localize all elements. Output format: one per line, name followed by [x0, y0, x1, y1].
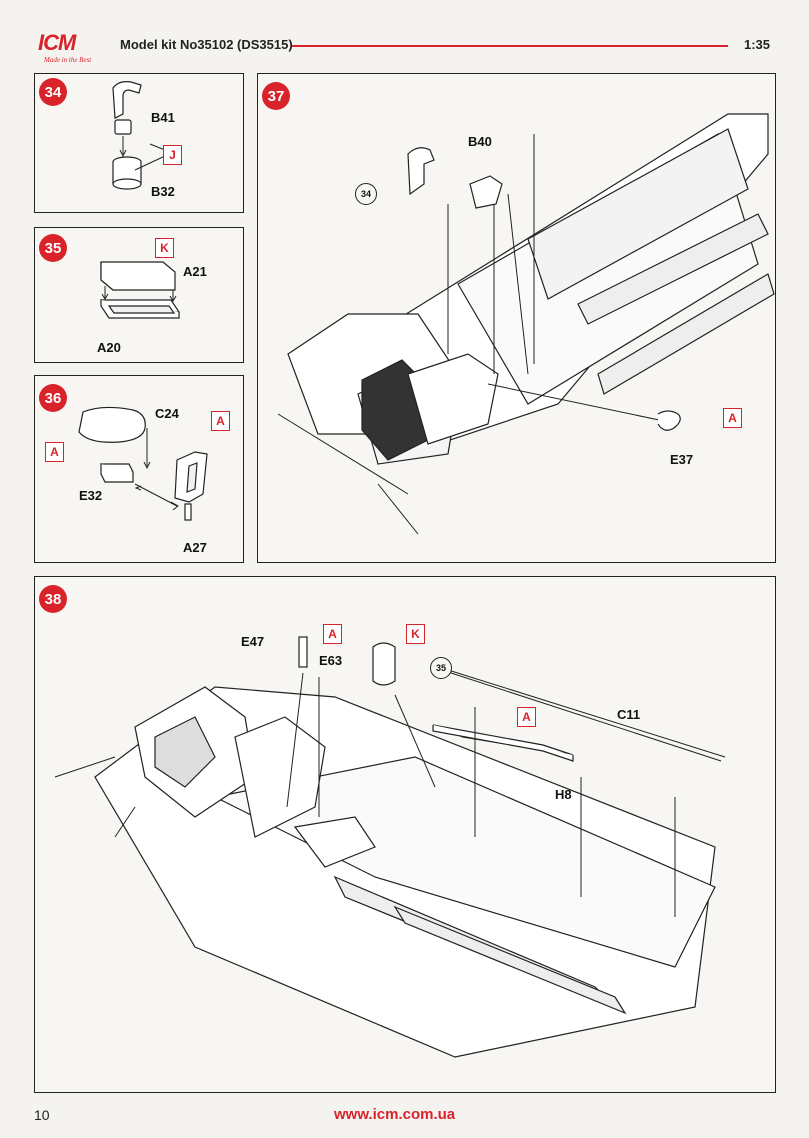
- step-badge: 37: [262, 82, 290, 110]
- step-37-panel: 37: [257, 73, 776, 563]
- color-code: A: [323, 624, 342, 644]
- part-label: A21: [183, 264, 207, 279]
- kit-title: Model kit No35102 (DS3515): [120, 37, 293, 52]
- header-rule: [292, 45, 728, 47]
- part-label: B40: [468, 134, 492, 149]
- part-label: A27: [183, 540, 207, 555]
- color-code: A: [517, 707, 536, 727]
- color-code: K: [406, 624, 425, 644]
- ref-step-circle: 35: [430, 657, 452, 679]
- step-34-drawing: [112, 81, 166, 190]
- step-38-vehicle-drawing: [54, 636, 726, 1058]
- part-label: E47: [241, 634, 265, 649]
- color-code: A: [45, 442, 64, 462]
- part-label: A20: [97, 340, 121, 355]
- part-label: B41: [151, 110, 175, 125]
- part-label: E37: [670, 452, 694, 467]
- step-badge: 38: [39, 585, 67, 613]
- icm-logo: ICM Made in the Best: [30, 30, 105, 66]
- step-34-panel: 34 B41 J B32: [34, 73, 244, 213]
- step-38-panel: 38 E: [34, 576, 776, 1093]
- part-label: C24: [155, 406, 179, 421]
- color-code: A: [211, 411, 230, 431]
- part-label: B32: [151, 184, 175, 199]
- color-code: K: [155, 238, 174, 258]
- part-label: C11: [617, 707, 641, 722]
- step-36-panel: 36 C24 A A E32 A27: [34, 375, 244, 563]
- step-badge: 34: [39, 78, 67, 106]
- ref-step-circle: 34: [355, 183, 377, 205]
- part-label: E32: [79, 488, 103, 503]
- step-badge: 35: [39, 234, 67, 262]
- kit-scale: 1:35: [744, 37, 771, 52]
- step-37-vehicle-drawing: [277, 113, 775, 535]
- logo-text: ICM: [38, 30, 76, 55]
- site-url[interactable]: www.icm.com.ua: [334, 1106, 456, 1123]
- step-35-drawing: [99, 261, 181, 319]
- part-label: E63: [319, 653, 343, 668]
- color-code: A: [723, 408, 742, 428]
- step-35-panel: 35 K A21 A20: [34, 227, 244, 363]
- logo-tagline: Made in the Best: [44, 56, 92, 64]
- color-code: J: [163, 145, 182, 165]
- step-36-drawing: [78, 406, 208, 521]
- part-label: H8: [555, 787, 572, 802]
- page-number: 10: [34, 1107, 50, 1123]
- step-badge: 36: [39, 384, 67, 412]
